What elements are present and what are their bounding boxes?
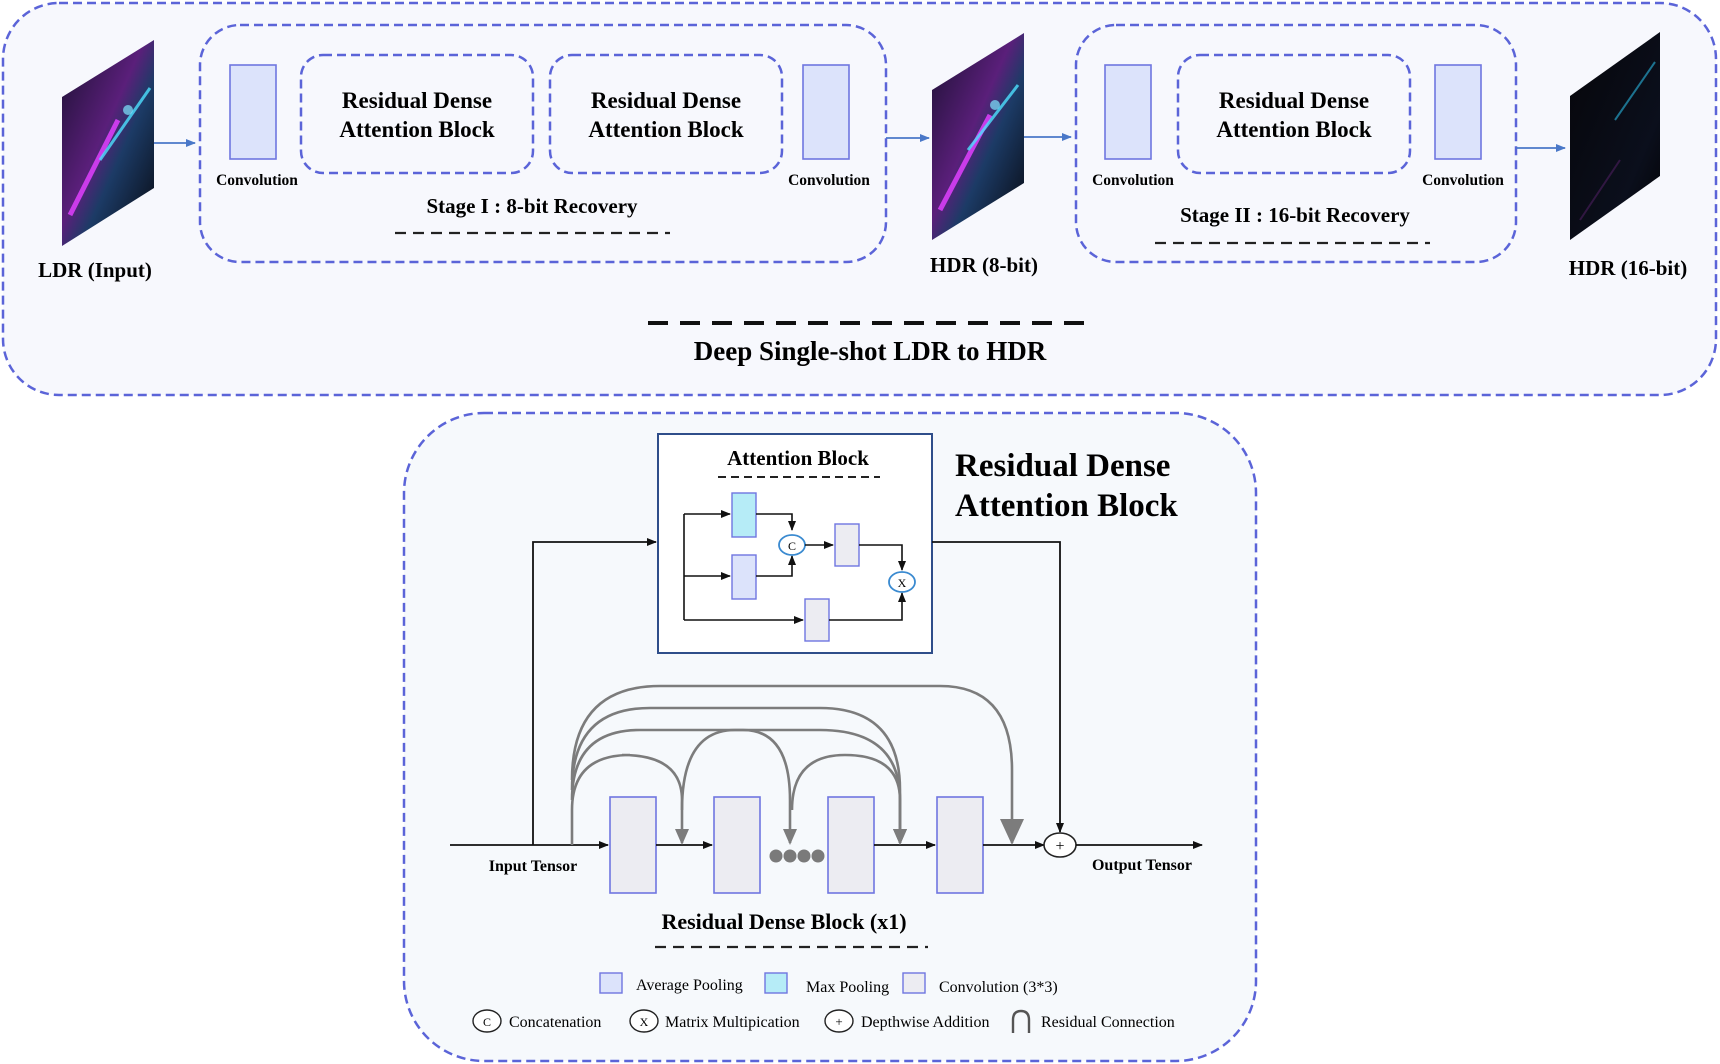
stage2-conv-left-label: Convolution [1092, 172, 1174, 189]
input-tensor-label: Input Tensor [489, 858, 578, 875]
stage2-title: Stage II : 16-bit Recovery [1180, 203, 1410, 227]
dense-arc-f [570, 684, 1024, 845]
legend-avgpool-label: Average Pooling [636, 977, 743, 994]
stage1-rdab-2 [548, 53, 784, 175]
stage1-rdab-1 [299, 53, 535, 175]
legend-mult-label: Matrix Multipication [665, 1014, 800, 1031]
top-panel: LDR (Input) Convolution Residual Dense A… [1, 1, 1718, 397]
output-tensor-label: Output Tensor [1092, 857, 1192, 874]
stage1-title: Stage I : 8-bit Recovery [426, 194, 638, 218]
attention-to-add-path [932, 541, 1064, 833]
legend-maxpool-label: Max Pooling [806, 979, 889, 996]
legend-concat-symbol: C [483, 1015, 491, 1029]
top-title: Deep Single-shot LDR to HDR [694, 336, 1047, 366]
rdab-title-line2: Attention Block [955, 488, 1178, 524]
stage2-conv-left-block [1104, 64, 1152, 160]
stage2-rdab-line2: Attention Block [1216, 117, 1371, 142]
rdb-conv-block-1 [609, 796, 657, 894]
stage2-rdab-line1: Residual Dense [1219, 88, 1369, 113]
legend-mult-icon [629, 1009, 659, 1033]
stage1-conv-left-label: Convolution [216, 172, 298, 189]
rdb-title: Residual Dense Block (x1) [661, 909, 906, 934]
stage2-conv-right-block [1434, 64, 1482, 160]
stage1-conv-right-label: Convolution [788, 172, 870, 189]
stage1-rdab-1-line2: Attention Block [339, 117, 494, 142]
stage2-box: Convolution Residual Dense Attention Blo… [1074, 23, 1518, 264]
ldr-input-label: LDR (Input) [38, 258, 152, 282]
stage1-box: Convolution Residual Dense Attention Blo… [198, 23, 888, 264]
stage1-rdab-2-line2: Attention Block [588, 117, 743, 142]
stage1-conv-right-block [802, 64, 850, 160]
legend-concat-label: Concatenation [509, 1014, 601, 1031]
legend-mult-symbol: X [640, 1015, 649, 1029]
bottom-panel-border [402, 411, 1258, 1063]
att-mult-symbol: X [898, 576, 907, 590]
hdr8-label: HDR (8-bit) [930, 253, 1038, 277]
dense-arc-d [570, 728, 907, 845]
legend-conv-label: Convolution (3*3) [939, 979, 1058, 996]
att-arrow-avgpool-to-concat [756, 555, 796, 577]
stage1-rdab-2-line1: Residual Dense [591, 88, 741, 113]
legend-add-icon [824, 1009, 854, 1033]
rdb-ellipsis-dots [769, 849, 825, 863]
add-symbol: + [1055, 838, 1064, 855]
att-arrow-maxpool-to-concat [756, 513, 796, 531]
top-panel-border [1, 1, 1718, 397]
ldr-input-image [62, 40, 154, 246]
legend-maxpool-swatch [764, 972, 788, 994]
dense-arc-e [570, 706, 907, 845]
residual-connection-icon [1011, 1009, 1031, 1033]
legend: Average Pooling Max Pooling Convolution … [472, 972, 1175, 1033]
legend-concat-icon [472, 1009, 502, 1033]
attention-block-title: Attention Block [727, 446, 869, 470]
input-to-attention-path [532, 538, 657, 845]
stage1-rdab-1-line1: Residual Dense [342, 88, 492, 113]
legend-add-symbol: + [835, 1014, 842, 1029]
att-concat-symbol: C [788, 539, 796, 553]
attention-block: Attention Block C X [657, 433, 933, 654]
att-avgpool-block [731, 554, 757, 600]
att-mult-node [888, 571, 916, 593]
stage1-conv-left-block [229, 64, 277, 160]
hdr8-image [932, 33, 1024, 240]
rdb-conv-block-4 [936, 796, 984, 894]
rdb-conv-block-2 [713, 796, 761, 894]
legend-conv-swatch [902, 972, 926, 994]
dense-connections [570, 684, 1024, 845]
att-arrow-conv-bottom-to-mult [829, 592, 906, 621]
att-conv-bottom-block [804, 598, 830, 642]
rdab-title-line1: Residual Dense [955, 448, 1170, 484]
att-conv-top-block [834, 523, 860, 567]
legend-add-label: Depthwise Addition [861, 1014, 989, 1031]
legend-residual-label: Residual Connection [1041, 1014, 1175, 1031]
hdr16-label: HDR (16-bit) [1569, 256, 1687, 280]
att-maxpool-block [731, 492, 757, 538]
hdr16-image [1570, 32, 1660, 240]
att-arrow-conv-to-mult [859, 544, 906, 571]
rdb-conv-block-3 [827, 796, 875, 894]
legend-avgpool-swatch [599, 972, 623, 994]
stage2-conv-right-label: Convolution [1422, 172, 1504, 189]
stage2-rdab [1176, 53, 1412, 175]
bottom-panel: Residual Dense Attention Block Attention… [402, 411, 1258, 1063]
dense-arc-a [570, 753, 689, 845]
